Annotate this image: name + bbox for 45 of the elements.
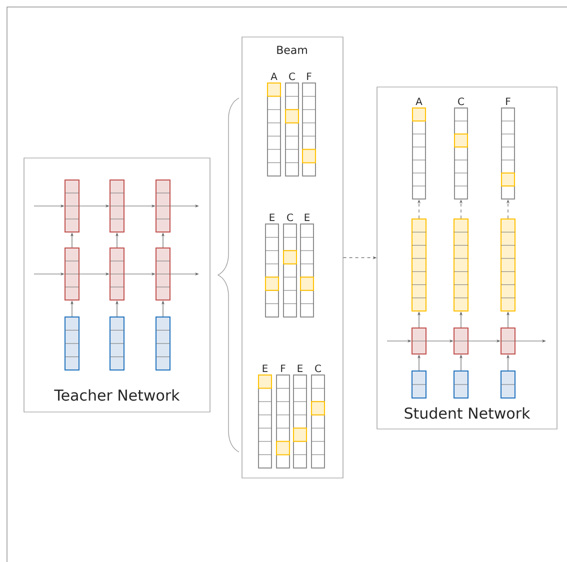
output-vector: A [267, 72, 281, 176]
recurrent-cell [454, 328, 468, 354]
node-label: E [262, 364, 268, 372]
node-label: F [281, 364, 286, 372]
input-vector [500, 370, 516, 398]
input-vector [156, 316, 170, 370]
output-vector: F [501, 98, 515, 200]
output-vector: E [293, 364, 307, 468]
node-label: F [307, 72, 312, 80]
recurrent-cell [110, 180, 124, 232]
hidden-vector [412, 218, 426, 312]
node-label: C [315, 364, 321, 372]
panel: Teacher Network [24, 158, 210, 412]
input-vector [110, 316, 124, 370]
node-label: C [289, 72, 295, 80]
node-label: E [304, 214, 310, 222]
output-vector: C [311, 364, 325, 468]
node-label: C [458, 98, 464, 106]
output-vector: C [285, 72, 299, 176]
node-label: F [506, 98, 510, 105]
hidden-vector [500, 218, 516, 312]
recurrent-cell [64, 248, 80, 300]
input-vector [64, 316, 80, 370]
output-vector: C [454, 98, 468, 200]
recurrent-cell [156, 180, 170, 232]
recurrent-cell [412, 328, 426, 354]
output-vector: E [265, 214, 279, 318]
recurrent-cell [500, 328, 516, 354]
recurrent-cell [64, 180, 80, 232]
output-vector: C [283, 214, 297, 318]
output-vector: F [276, 364, 290, 468]
node-label: E [298, 364, 303, 372]
output-vector: A [412, 98, 426, 200]
recurrent-cell [110, 248, 124, 300]
recurrent-cell [156, 248, 170, 300]
hidden-vector [454, 218, 468, 312]
input-vector [412, 370, 426, 398]
node-label: C [287, 214, 293, 222]
output-vector: E [258, 364, 272, 468]
node-label: A [416, 98, 422, 105]
input-vector [454, 370, 468, 398]
node-label: E [270, 214, 275, 222]
output-vector: E [300, 214, 314, 318]
output-vector: F [302, 72, 316, 176]
node-label: A [270, 72, 278, 80]
